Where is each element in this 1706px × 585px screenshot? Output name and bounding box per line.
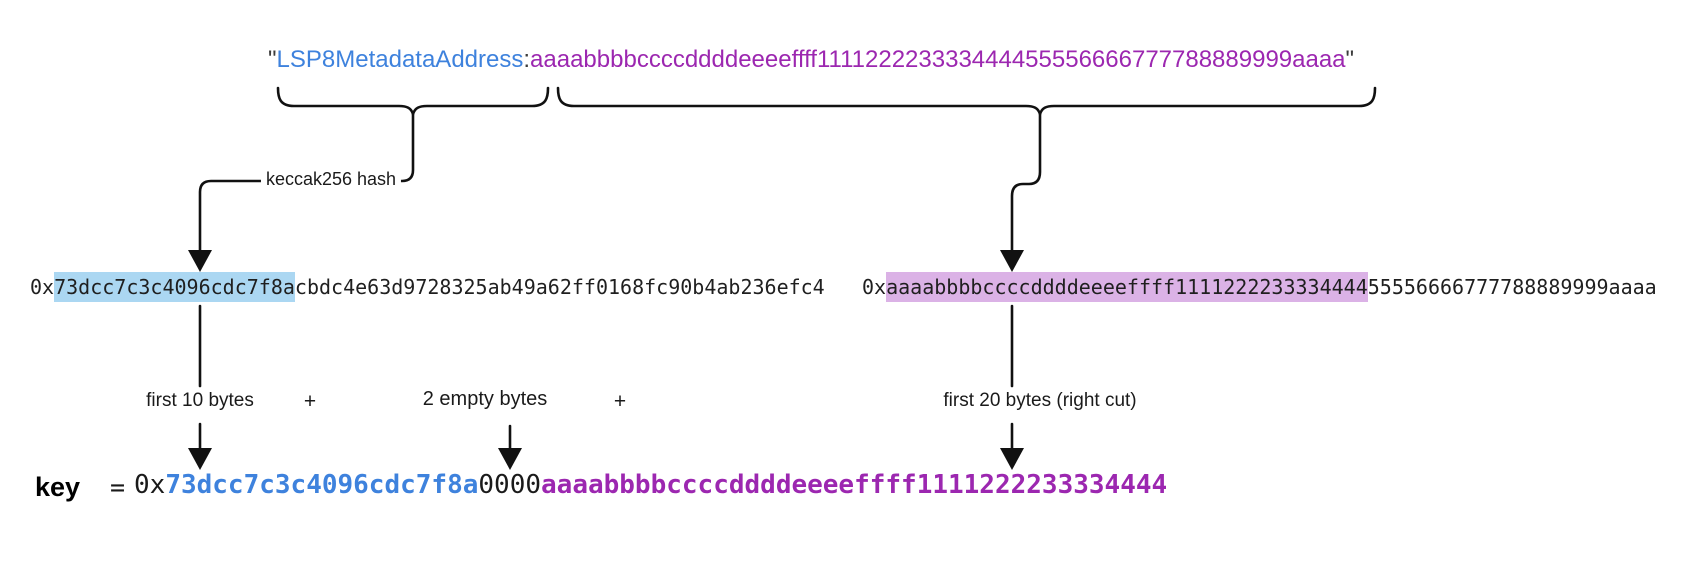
right-underbrace <box>556 86 1377 119</box>
mapping-separator: : <box>523 46 531 73</box>
first-10-bytes-label: first 10 bytes <box>146 390 254 411</box>
keccak256-hash-label: keccak256 hash <box>260 169 402 190</box>
value-first20-highlight: aaaabbbbccccddddeeeeffff1111222233334444 <box>886 272 1368 302</box>
arrow-down-icon <box>188 250 212 272</box>
derived-key-value: 0x73dcc7c3c4096cdc7f8a0000aaaabbbbccccdd… <box>134 470 1167 500</box>
key-hash-part: 73dcc7c3c4096cdc7f8a <box>165 470 479 500</box>
derived-key-row: key = 0x73dcc7c3c4096cdc7f8a0000aaaabbbb… <box>0 470 1706 506</box>
equals-sign: = <box>110 473 126 502</box>
arrow-down-icon <box>1000 448 1024 470</box>
arrow-down-icon <box>1000 250 1024 272</box>
key-address-part: aaaabbbbccccddddeeeeffff1111222233334444 <box>541 470 1168 500</box>
hash-prefix: 0x <box>30 275 55 299</box>
arrow-down-icon <box>188 448 212 470</box>
value-prefix: 0x <box>862 275 887 299</box>
left-underbrace <box>276 86 550 119</box>
mapping-value-part: aaaabbbbccccddddeeeeffff1111222233334444… <box>530 46 1346 73</box>
hash-remainder: cbdc4e63d9728325ab49a62ff0168fc90b4ab236… <box>294 275 825 299</box>
arrow-down-icon <box>498 448 522 470</box>
plus-sign: + <box>613 390 627 413</box>
key-label: key <box>35 472 81 502</box>
close-quote: " <box>1345 46 1355 73</box>
open-quote: " <box>268 46 277 73</box>
first-20-bytes-label: first 20 bytes (right cut) <box>943 390 1137 411</box>
keccak-hash-result: 0x73dcc7c3c4096cdc7f8acbdc4e63d9728325ab… <box>30 272 825 302</box>
address-hex-value: 0xaaaabbbbccccddddeeeeffff11112222333344… <box>862 272 1657 302</box>
key-zero-bytes: 0000 <box>478 470 542 500</box>
two-empty-bytes-label: 2 empty bytes <box>422 388 548 410</box>
key-prefix: 0x <box>134 470 166 500</box>
hash-first10-highlight: 73dcc7c3c4096cdc7f8a <box>54 272 295 302</box>
value-connector-line <box>1010 112 1042 252</box>
mapping-key-string: "LSP8MetadataAddress:aaaabbbbccccddddeee… <box>268 46 1354 74</box>
value-remainder: 55556666777788889999aaaa <box>1367 275 1657 299</box>
mapping-name-part: LSP8MetadataAddress <box>276 46 524 73</box>
plus-sign: + <box>303 390 317 413</box>
